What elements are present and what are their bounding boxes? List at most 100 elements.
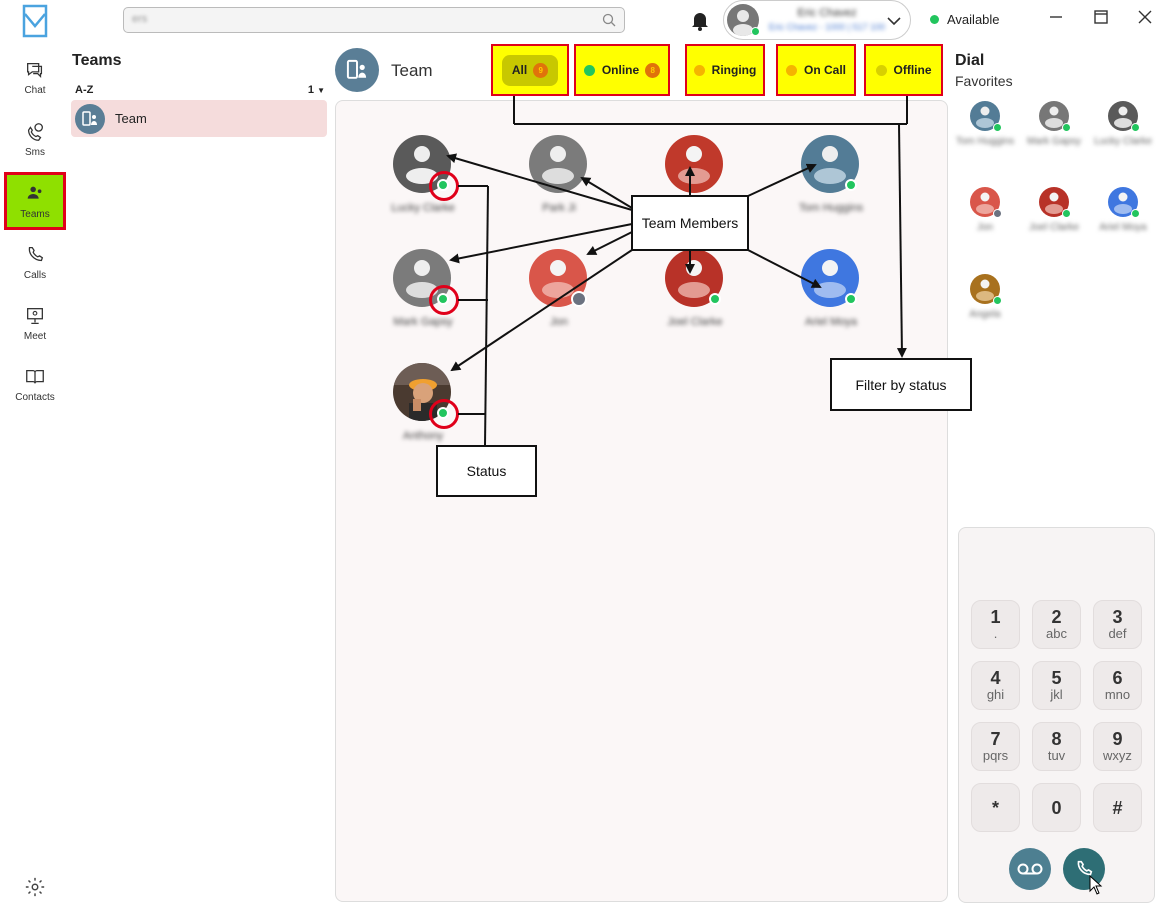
avatar xyxy=(665,135,723,193)
member-card[interactable] xyxy=(665,135,725,215)
favorite-name: Tom Huggins xyxy=(955,136,1015,147)
on-call-dot xyxy=(785,64,797,76)
rail-item-meet[interactable]: Meet xyxy=(4,294,66,352)
avatar xyxy=(1108,187,1138,217)
rail-item-contacts[interactable]: Contacts xyxy=(4,355,66,413)
caret-down-icon: ▼ xyxy=(317,86,325,95)
rail-label-meet: Meet xyxy=(23,330,47,342)
left-rail: Chat Sms Teams Calls Meet Contacts xyxy=(0,0,70,907)
voicemail-button[interactable] xyxy=(1009,848,1051,890)
favorite-contact[interactable]: Ariel Moya xyxy=(1093,187,1153,255)
rail-item-sms[interactable]: Sms xyxy=(4,110,66,168)
rail-item-teams[interactable]: Teams xyxy=(4,172,66,230)
status-dot xyxy=(845,179,857,191)
dial-key-1[interactable]: 1. xyxy=(971,600,1020,649)
rail-item-calls[interactable]: Calls xyxy=(4,233,66,291)
filter-online-button[interactable]: Online 8 xyxy=(574,44,670,96)
app-logo-icon xyxy=(22,4,48,38)
status-highlight-ring xyxy=(429,399,459,429)
favorite-contact[interactable]: Angela xyxy=(955,274,1015,342)
user-silhouette-icon xyxy=(733,10,753,36)
sort-row[interactable]: A-Z 1 ▼ xyxy=(75,84,325,96)
favorite-contact[interactable]: Jon xyxy=(955,187,1015,255)
maximize-icon[interactable] xyxy=(1093,9,1109,25)
search-value: ers xyxy=(132,13,148,25)
status-dot xyxy=(1062,209,1071,218)
team-list-item[interactable]: Team xyxy=(71,100,327,137)
close-icon[interactable] xyxy=(1137,9,1153,25)
chevron-down-icon xyxy=(887,17,901,26)
favorite-contact[interactable]: Joel Clarke xyxy=(1024,187,1084,255)
dial-key-hash[interactable]: # xyxy=(1093,783,1142,832)
meet-icon xyxy=(27,307,43,324)
status-dot xyxy=(993,123,1002,132)
profile-menu[interactable]: Eric Chavez Eric Chavez - 1000 | 517 100 xyxy=(723,0,911,40)
favorite-name: Jon xyxy=(976,222,994,233)
sort-label: A-Z xyxy=(75,84,94,96)
filter-ringing-button[interactable]: Ringing xyxy=(685,44,765,96)
filter-all-pill: All 9 xyxy=(501,54,559,86)
favorite-contact[interactable]: Lucky Clarke xyxy=(1093,101,1153,169)
rail-label-chat: Chat xyxy=(24,84,46,96)
profile-name: Eric Chavez xyxy=(797,7,857,19)
member-card[interactable]: Jon xyxy=(529,249,589,329)
teams-panel-title: Teams xyxy=(72,52,122,69)
search-input[interactable]: ers xyxy=(123,7,625,33)
bell-icon[interactable] xyxy=(690,9,710,31)
team-name: Team xyxy=(115,111,147,126)
member-card[interactable]: Park Ji xyxy=(529,135,589,215)
rail-label-sms: Sms xyxy=(25,146,45,158)
member-card[interactable]: Anthony xyxy=(393,363,459,443)
member-name: Park Ji xyxy=(542,202,576,214)
member-name: Tom Huggins xyxy=(798,202,864,214)
filter-label: Online xyxy=(601,63,640,77)
filter-offline-button[interactable]: Offline xyxy=(864,44,943,96)
online-dot xyxy=(583,64,595,76)
filter-label: Offline xyxy=(893,63,932,77)
gear-icon[interactable] xyxy=(24,876,46,898)
member-card[interactable]: Tom Huggins xyxy=(799,135,863,215)
presence-selector[interactable]: Available xyxy=(930,12,1000,27)
favorite-contact[interactable]: Tom Huggins xyxy=(955,101,1015,169)
team-group-icon xyxy=(346,59,367,79)
presence-dot xyxy=(930,15,939,24)
member-card[interactable]: Ariel Moya xyxy=(801,249,861,329)
filter-all-button[interactable]: All 9 xyxy=(491,44,569,96)
phone-icon xyxy=(1077,860,1093,876)
away-status-icon xyxy=(571,291,587,307)
ringing-dot xyxy=(693,64,705,76)
dial-key-star[interactable]: * xyxy=(971,783,1020,832)
rail-item-chat[interactable]: Chat xyxy=(4,48,66,106)
dial-key-0[interactable]: 0 xyxy=(1032,783,1081,832)
presence-label: Available xyxy=(947,12,1000,27)
user-silhouette-icon xyxy=(665,135,723,193)
member-name: Mark Gapsy xyxy=(393,316,453,328)
profile-subtitle: Eric Chavez - 1000 | 517 100 xyxy=(768,22,886,32)
user-silhouette-icon xyxy=(529,135,587,193)
member-card[interactable]: Mark Gapsy xyxy=(393,249,459,329)
member-card[interactable]: Joel Clarke xyxy=(665,249,725,329)
favorite-contact[interactable]: Mark Gapsy xyxy=(1024,101,1084,169)
member-name: Ariel Moya xyxy=(805,316,857,328)
team-header-title: Team xyxy=(391,61,433,80)
status-dot xyxy=(845,293,857,305)
member-card[interactable]: Lucky Clarke xyxy=(391,135,459,215)
status-dot xyxy=(709,293,721,305)
user-silhouette-icon xyxy=(1039,187,1069,217)
team-header-avatar xyxy=(335,48,379,92)
minimize-icon[interactable] xyxy=(1048,9,1064,25)
filter-label: On Call xyxy=(803,63,846,77)
filter-on-call-button[interactable]: On Call xyxy=(776,44,856,96)
member-name: Lucky Clarke xyxy=(391,202,455,214)
favorites-title: Favorites xyxy=(955,73,1013,89)
user-silhouette-icon xyxy=(970,274,1000,304)
team-count[interactable]: 1 ▼ xyxy=(307,84,325,96)
